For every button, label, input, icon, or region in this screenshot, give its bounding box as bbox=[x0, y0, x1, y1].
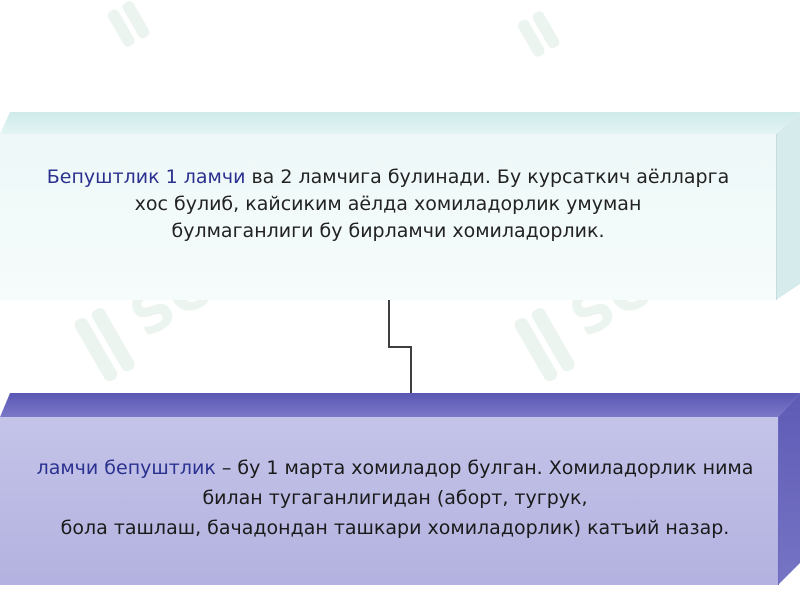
bottom-box-bevel-right bbox=[778, 393, 800, 585]
top-box-line-3: булмаганлиги бу бирламчи хомиладорлик. bbox=[171, 220, 605, 242]
top-box-text: Бепуштлик 1 ламчи ва 2 ламчига булинади.… bbox=[0, 164, 776, 245]
top-box-bevel-top bbox=[0, 112, 800, 134]
top-box: Бепуштлик 1 ламчи ва 2 ламчига булинади.… bbox=[0, 112, 800, 300]
top-box-term: Бепуштлик 1 ламчи bbox=[46, 166, 246, 188]
top-box-bevel-right bbox=[776, 112, 800, 300]
top-box-line-1: Бепуштлик 1 ламчи ва 2 ламчига булинади.… bbox=[0, 164, 776, 191]
bottom-box-line-1: ламчи бепуштлик – бу 1 марта хомиладор б… bbox=[0, 453, 790, 483]
bottom-box-term: ламчи бепуштлик bbox=[36, 457, 216, 479]
bottom-box-bevel-top bbox=[0, 393, 800, 417]
bottom-box-line-2: билан тугаганлигидан (аборт, тугрук, bbox=[202, 487, 588, 509]
top-box-line-2: хос булиб, кайсиким аёлда хомиладорлик у… bbox=[134, 193, 642, 215]
bottom-box-text: ламчи бепуштлик – бу 1 марта хомиладор б… bbox=[0, 453, 790, 543]
bottom-box: ламчи бепуштлик – бу 1 марта хомиладор б… bbox=[0, 393, 800, 585]
top-box-face bbox=[0, 134, 777, 300]
top-box-line-1-rest: ва 2 ламчига булинади. Бу курсаткич аёлл… bbox=[245, 166, 730, 188]
connector-path bbox=[388, 300, 412, 395]
bottom-box-face bbox=[0, 417, 779, 585]
bottom-box-line-3: бола ташлаш, бачадондан ташкари хомиладо… bbox=[60, 517, 730, 539]
bottom-box-line-1-rest: – бу 1 марта хомиладор булган. Хомиладор… bbox=[215, 457, 754, 479]
